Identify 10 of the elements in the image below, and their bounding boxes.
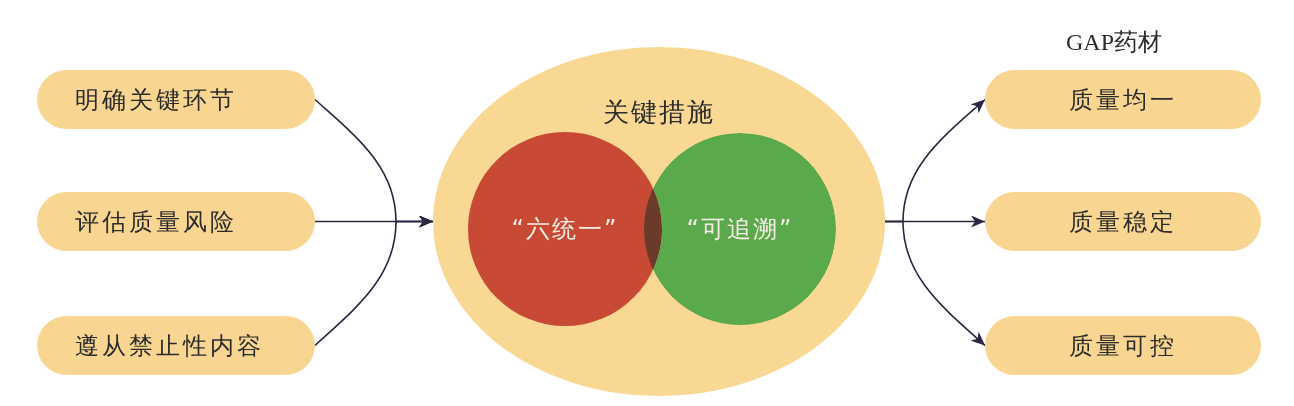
venn-circle: “六统一”: [468, 132, 662, 326]
arrow: [314, 215, 434, 347]
factor-pill: 评估质量风险: [37, 192, 315, 251]
outcome-pill: 质量均一: [985, 70, 1261, 129]
arrow: [884, 220, 986, 347]
factor-pill: 明确关键环节: [37, 70, 315, 129]
factor-pill: 遵从禁止性内容: [37, 316, 315, 375]
outcome-pill: 质量稳定: [985, 192, 1261, 251]
outcome-pill: 质量可控: [985, 316, 1261, 375]
ellipse-heading: 关键措施: [603, 97, 715, 129]
